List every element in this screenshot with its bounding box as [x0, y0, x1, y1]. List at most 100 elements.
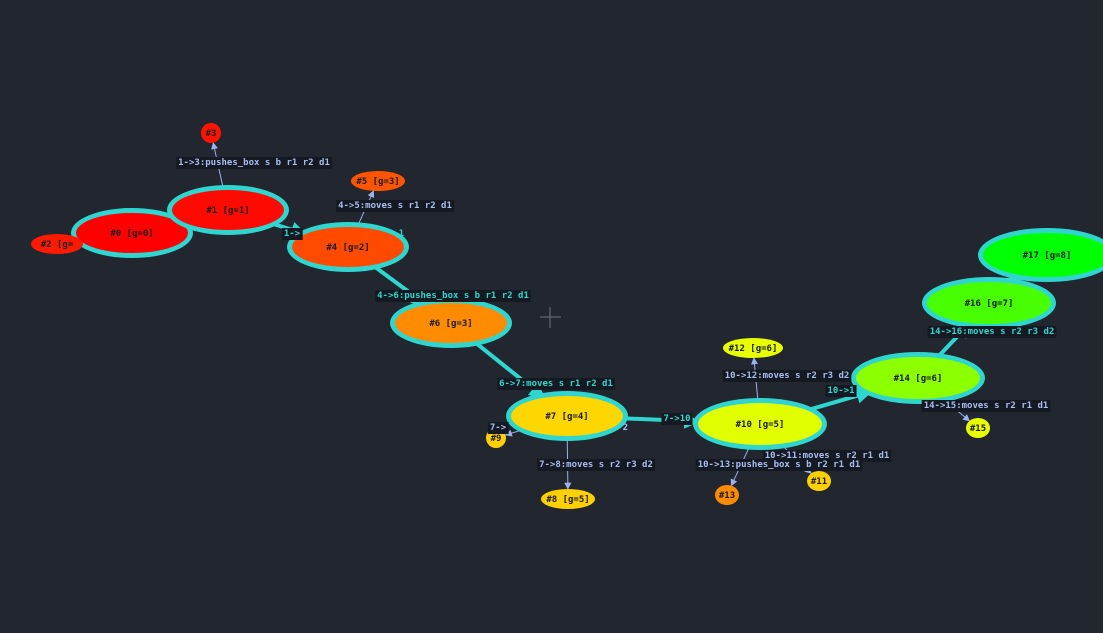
edge-label-e4_5: 4->5:moves s r1 r2 d1	[336, 200, 454, 212]
edge-label-text: 10->1	[827, 386, 854, 396]
edge-label-background	[487, 422, 509, 434]
node-shape[interactable]	[31, 234, 83, 254]
node-n17[interactable]: #17 [g=8]	[978, 228, 1103, 282]
node-label: #8 [g=5]	[546, 495, 589, 505]
node-n4[interactable]: #4 [g=2]	[287, 222, 409, 272]
edge-label-background	[375, 290, 531, 302]
edge-label-e7_9: 7-> 2	[487, 422, 628, 434]
node-n6[interactable]: #6 [g=3]	[390, 298, 512, 348]
edge-label-e10_14: 10->1	[825, 385, 857, 397]
node-shape[interactable]	[541, 489, 595, 509]
node-label: #15	[970, 424, 986, 434]
edge-label-text: 14->15:moves s r2 r1 d1	[924, 401, 1049, 411]
edge-label-e10_13: 10->13:pushes_box s b r2 r1 d1	[695, 459, 863, 471]
node-n2[interactable]: #2 [g=	[31, 234, 83, 254]
node-label: #3	[206, 129, 217, 139]
edge-label-text: 10->12:moves s r2 r3 d2	[725, 371, 850, 381]
edge-label-background	[927, 326, 1057, 338]
node-label: #5 [g=3]	[356, 177, 399, 187]
node-n12[interactable]: #12 [g=6]	[723, 338, 783, 358]
edge-label-e6_7: 6->7:moves s r1 r2 d1	[497, 378, 615, 390]
node-label: #14 [g=6]	[894, 374, 943, 384]
edge-label-background	[695, 459, 863, 471]
edge-label-e1_3: 1->3:pushes_box s b r1 r2 d1	[176, 157, 332, 169]
node-label: #2 [g=	[41, 240, 74, 250]
nodes-layer: #0 [g=0] #1 [g=1] #2 [g= #3 #4 [g=2] #5 [g=3]…	[31, 123, 1103, 509]
node-label: #17 [g=8]	[1023, 251, 1072, 261]
node-shape[interactable]	[723, 338, 783, 358]
node-n0[interactable]: #0 [g=0]	[71, 208, 193, 258]
node-label: #13	[719, 491, 735, 501]
edge-label-background	[722, 370, 852, 382]
edge-label-text: 10->13:pushes_box s b r2 r1 d1	[698, 460, 861, 470]
edge-label-e14_16: 14->16:moves s r2 r3 d2	[927, 326, 1057, 338]
edge-label-e7_10: 7->10	[661, 413, 693, 425]
node-shape[interactable]	[856, 357, 980, 399]
node-n11[interactable]: #11	[807, 471, 831, 491]
node-label: #1 [g=1]	[206, 206, 249, 216]
edge-e10_14[interactable]	[806, 388, 873, 413]
edge-labels-layer: 1->3:pushes_box s b r1 r2 d1 1-> 1 4->5:mov…	[176, 157, 1057, 471]
edge-label-e7_8: 7->8:moves s r2 r3 d2	[537, 459, 655, 471]
node-label: #6 [g=3]	[429, 319, 472, 329]
node-shape[interactable]	[807, 471, 831, 491]
edge-label-background	[497, 378, 615, 390]
node-n1[interactable]: #1 [g=1]	[167, 185, 289, 235]
node-n5[interactable]: #5 [g=3]	[351, 171, 405, 191]
edge-label-background	[281, 228, 303, 240]
edge-label-e14_15: 14->15:moves s r2 r1 d1	[921, 400, 1051, 412]
node-shape[interactable]	[351, 171, 405, 191]
edge-label-text: 6->7:moves s r1 r2 d1	[499, 379, 613, 389]
node-label: #11	[811, 477, 827, 487]
edge-label-tail-text: 1	[399, 229, 404, 239]
node-label: #7 [g=4]	[545, 412, 588, 422]
edge-label-background	[825, 385, 857, 397]
edge-label-text: 1->3:pushes_box s b r1 r2 d1	[178, 158, 330, 168]
edge-label-text: 7->10	[663, 414, 690, 424]
node-shape[interactable]	[201, 123, 221, 143]
edge-label-text: 1->	[284, 229, 301, 239]
node-shape[interactable]	[966, 418, 990, 438]
node-label: #12 [g=6]	[729, 344, 778, 354]
edges-layer	[165, 142, 1024, 490]
node-shape[interactable]	[76, 213, 188, 253]
node-shape[interactable]	[172, 190, 284, 230]
node-shape[interactable]	[927, 282, 1051, 324]
node-shape[interactable]	[698, 403, 822, 445]
node-shape[interactable]	[511, 396, 623, 436]
edge-label-background	[921, 400, 1051, 412]
edge-label-text: 14->16:moves s r2 r3 d2	[930, 327, 1055, 337]
node-shape[interactable]	[292, 227, 404, 267]
node-n8[interactable]: #8 [g=5]	[541, 489, 595, 509]
node-n16[interactable]: #16 [g=7]	[922, 277, 1056, 329]
edge-label-background	[336, 200, 454, 212]
edge-label-text: 4->5:moves s r1 r2 d1	[338, 201, 452, 211]
edge-label-text: 7->	[490, 423, 507, 433]
edge-label-background	[661, 413, 693, 425]
node-n7[interactable]: #7 [g=4]	[506, 391, 628, 441]
node-label: #10 [g=5]	[736, 420, 785, 430]
edge-label-background	[537, 459, 655, 471]
node-shape[interactable]	[395, 303, 507, 343]
edge-label-e1_4: 1-> 1	[281, 228, 404, 240]
node-label: #4 [g=2]	[326, 243, 369, 253]
node-shape[interactable]	[983, 233, 1103, 277]
edge-label-e4_6: 4->6:pushes_box s b r1 r2 d1	[375, 290, 531, 302]
node-n3[interactable]: #3	[201, 123, 221, 143]
edge-label-text: 4->6:pushes_box s b r1 r2 d1	[377, 291, 529, 301]
node-n10[interactable]: #10 [g=5]	[693, 398, 827, 450]
node-label: #0 [g=0]	[110, 229, 153, 239]
node-n15[interactable]: #15	[966, 418, 990, 438]
crosshair-cursor-icon	[540, 307, 561, 328]
node-n13[interactable]: #13	[715, 485, 739, 505]
edge-label-text: 10->11:moves s r2 r1 d1	[765, 451, 890, 461]
node-label: #9	[491, 434, 502, 444]
edge-label-background	[176, 157, 332, 169]
edge-label-e10_12: 10->12:moves s r2 r3 d2	[722, 370, 852, 382]
node-n14[interactable]: #14 [g=6]	[851, 352, 985, 404]
node-shape[interactable]	[715, 485, 739, 505]
node-label: #16 [g=7]	[965, 299, 1014, 309]
edge-label-tail-text: 2	[623, 423, 628, 433]
